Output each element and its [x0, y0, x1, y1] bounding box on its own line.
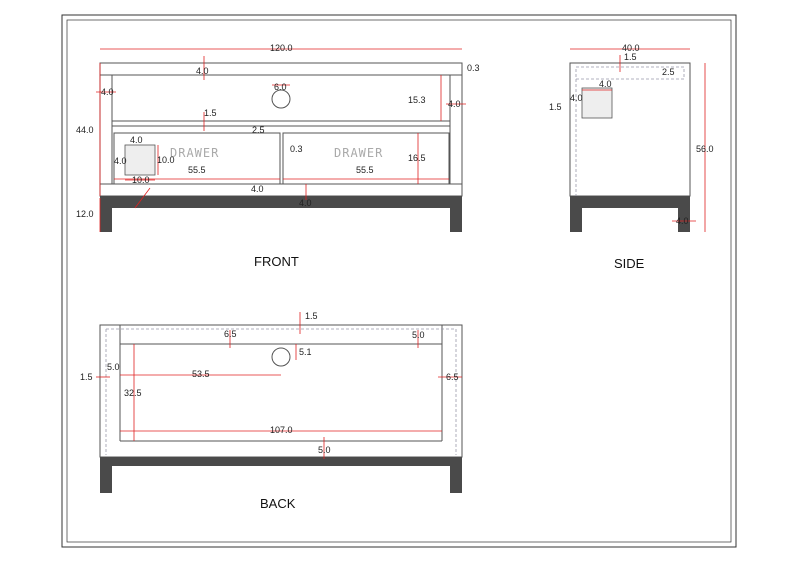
back-label-hole-position: 53.5 — [192, 369, 210, 379]
side-label-inset: 1.5 — [549, 102, 562, 112]
side-label-leg: 4.0 — [676, 216, 689, 226]
label-divider: 2.5 — [252, 125, 265, 135]
side-leg-left — [570, 196, 582, 232]
back-label-inner-width: 107.0 — [270, 425, 293, 435]
side-label-height: 56.0 — [696, 144, 714, 154]
side-handle — [581, 87, 613, 119]
side-view: 40.0 1.5 2.5 4.0 4.0 1.5 56.0 4.0 SIDE — [549, 43, 714, 271]
back-label-top-offset: 1.5 — [305, 311, 318, 321]
side-label-depth: 40.0 — [622, 43, 640, 53]
back-view: 1.5 6.5 5.0 5.1 5.0 1.5 53.5 6.5 32.5 10… — [80, 311, 463, 511]
label-drawer-right-width: 55.5 — [356, 165, 374, 175]
side-leg-right — [678, 196, 690, 232]
back-leg-right — [450, 457, 462, 493]
side-label-back-offset: 1.5 — [624, 52, 637, 62]
back-body — [99, 324, 463, 458]
label-leg-height: 12.0 — [76, 209, 94, 219]
back-label-left-inset: 1.5 — [80, 372, 93, 382]
label-top-rail: 4.0 — [196, 66, 209, 76]
back-cable-hole — [271, 347, 291, 367]
front-cable-hole — [271, 89, 291, 109]
back-label-opening-height: 32.5 — [124, 388, 142, 398]
label-drawer-gap: 0.3 — [290, 144, 303, 154]
side-view-title: SIDE — [614, 256, 645, 271]
label-left-panel: 4.0 — [101, 87, 114, 97]
side-label-back-panel: 2.5 — [662, 67, 675, 77]
label-opening-height: 15.3 — [408, 95, 426, 105]
front-plinth — [100, 196, 462, 208]
side-label-handle: 4.0 — [599, 79, 612, 89]
back-view-title: BACK — [260, 496, 296, 511]
label-handle-width: 10.0 — [132, 175, 150, 185]
label-cable-hole: 6.0 — [274, 82, 287, 92]
label-right-panel: 4.0 — [448, 99, 461, 109]
back-label-right-panel: 6.5 — [446, 372, 459, 382]
back-label-right-rail: 5.0 — [412, 330, 425, 340]
label-mid-stile: 4.0 — [251, 184, 264, 194]
front-leg-left — [100, 196, 112, 232]
dim-drawer-leader — [134, 187, 151, 209]
drawer-right-label: DRAWER — [334, 146, 383, 160]
label-overall-width: 120.0 — [270, 43, 293, 53]
label-handle-left: 4.0 — [114, 156, 127, 166]
side-label-handle-offset: 4.0 — [570, 93, 583, 103]
back-plinth — [100, 457, 462, 466]
inner-frame — [66, 19, 732, 543]
drawer-handle — [124, 144, 156, 176]
back-leg-left — [100, 457, 112, 493]
label-drawer-left-width: 55.5 — [188, 165, 206, 175]
label-handle-height: 10.0 — [157, 155, 175, 165]
side-plinth — [570, 196, 690, 208]
outer-frame — [61, 14, 737, 548]
label-base-rail: 4.0 — [299, 198, 312, 208]
back-label-hole-offset: 5.1 — [299, 347, 312, 357]
back-label-bottom-rail: 5.0 — [318, 445, 331, 455]
back-label-top-rail: 6.5 — [224, 329, 237, 339]
back-label-left-rail: 5.0 — [107, 362, 120, 372]
back-top-rail — [119, 324, 443, 345]
label-shelf: 1.5 — [204, 108, 217, 118]
label-handle-top: 4.0 — [130, 135, 143, 145]
label-drawer-height: 16.5 — [408, 153, 426, 163]
drawer-left-label: DRAWER — [170, 146, 219, 160]
label-top-gap: 0.3 — [467, 63, 480, 73]
label-total-height: 44.0 — [76, 125, 94, 135]
front-view: DRAWER DRAWER 120.0 4.0 6.0 0.3 4.0 15.3… — [76, 43, 480, 269]
side-body — [569, 62, 691, 197]
front-view-title: FRONT — [254, 254, 299, 269]
front-leg-right — [450, 196, 462, 232]
